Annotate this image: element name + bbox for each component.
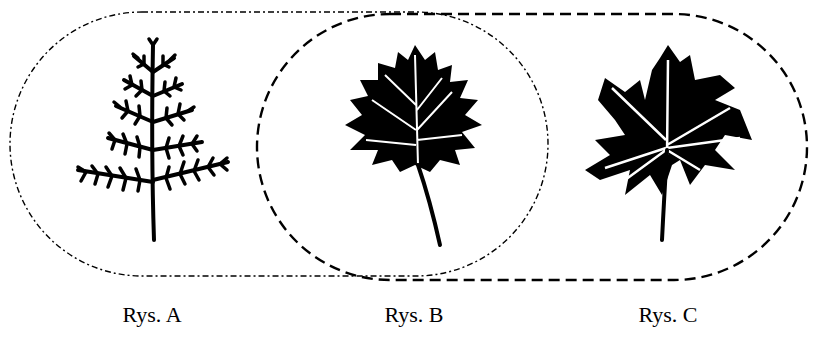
figure-label: Rys. C [638, 302, 697, 328]
leaf-c [585, 45, 752, 240]
leaf-a [78, 39, 228, 240]
leaf-b [345, 45, 482, 245]
figure-label: Rys. A [122, 302, 181, 328]
figure-label: Rys. B [384, 302, 443, 328]
dashed-outline [257, 14, 807, 280]
dotted-outline [10, 12, 548, 276]
